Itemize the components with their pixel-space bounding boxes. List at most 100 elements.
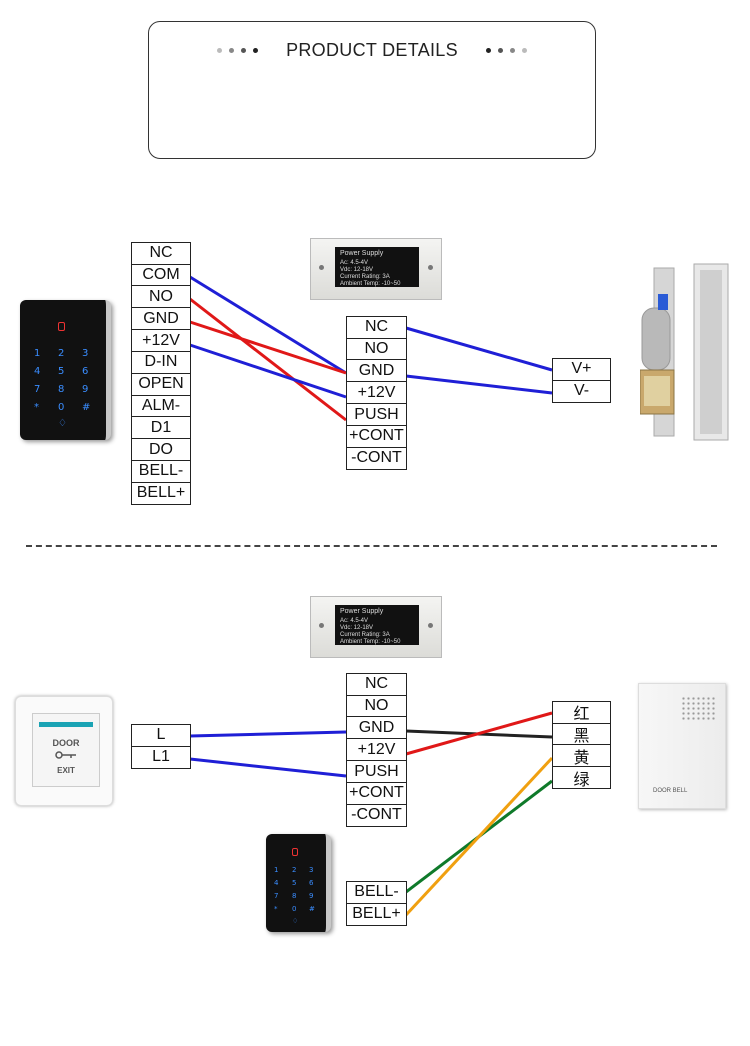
- page-title: PRODUCT DETAILS: [286, 40, 458, 60]
- terminal-gnd: GND: [346, 359, 407, 383]
- keypad-key: 2: [292, 866, 297, 874]
- keypad-key: 2: [58, 348, 65, 359]
- terminal-bell-plus: BELL+: [131, 481, 191, 505]
- bell-terminal-block: 红 黑 黄 绿: [552, 700, 611, 790]
- keypad-key: 6: [82, 366, 89, 377]
- exit-button-text-door: DOOR: [52, 738, 80, 748]
- terminal-12v: +12V: [346, 738, 407, 762]
- psu-label-line: Ambient Temp: -10~50: [340, 639, 401, 645]
- terminal-no: NO: [346, 694, 407, 718]
- keypad-key: 8: [292, 892, 297, 900]
- terminal-v-minus: V-: [552, 379, 611, 403]
- power-supply-image-top: Power Supply Ac: 4.5-4V Vdc: 12-18V Curr…: [310, 238, 442, 300]
- speaker-grill: [681, 696, 717, 722]
- keypad-key: *: [34, 402, 39, 413]
- terminal-bell-minus: BELL-: [346, 880, 407, 904]
- psu-label-line: Ac: 4.5-4V: [340, 260, 369, 266]
- wire-bellplus-orange: [404, 756, 554, 917]
- psu-label-line: Current Rating: 3A: [340, 632, 390, 638]
- psu-terminal-block-top: NC NO GND +12V PUSH +CONT -CONT: [346, 315, 407, 470]
- keypad-key: 4: [34, 366, 41, 377]
- exit-button-text-exit: EXIT: [57, 766, 75, 775]
- terminal-com: COM: [131, 263, 191, 287]
- keypad-key: 0: [58, 402, 65, 413]
- lock-terminal-block: V+ V-: [552, 357, 611, 403]
- keypad-key: 6: [309, 879, 314, 887]
- terminal-do: DO: [131, 438, 191, 462]
- terminal-red: 红: [552, 700, 611, 724]
- psu-label-line: Current Rating: 3A: [340, 274, 390, 280]
- keypad-reader-image-bottom: 1 2 3 4 5 6 7 8 9 * 0 # ♢: [266, 834, 331, 932]
- power-supply-image-bottom: Power Supply Ac: 4.5-4V Vdc: 12-18V Curr…: [310, 596, 442, 658]
- keypad-key: 3: [309, 866, 314, 874]
- header-dots-left: [217, 48, 258, 53]
- keypad-key: 1: [34, 348, 41, 359]
- terminal-gnd: GND: [346, 716, 407, 740]
- terminal-l: L: [131, 723, 191, 747]
- keypad-key: 5: [292, 879, 297, 887]
- terminal-open: OPEN: [131, 372, 191, 396]
- exit-button-image: DOOR EXIT: [15, 696, 113, 806]
- terminal-12v: +12V: [131, 329, 191, 353]
- keypad-bell-terminal-block: BELL- BELL+: [346, 880, 407, 926]
- terminal-nc: NC: [346, 315, 407, 339]
- terminal-no: NO: [131, 285, 191, 309]
- psu-terminal-block-bottom: NC NO GND +12V PUSH +CONT -CONT: [346, 672, 407, 827]
- keypad-key: #: [309, 905, 315, 913]
- keypad-key: 3: [82, 348, 89, 359]
- terminal-d-in: D-IN: [131, 350, 191, 374]
- keypad-key: 1: [274, 866, 279, 874]
- terminal-12v: +12V: [346, 381, 407, 405]
- terminal-minus-cont: -CONT: [346, 446, 407, 470]
- terminal-green: 绿: [552, 766, 611, 790]
- terminal-l1: L1: [131, 745, 191, 769]
- wire-no-push: [189, 297, 347, 422]
- keypad-key: 0: [292, 905, 297, 913]
- terminal-nc: NC: [131, 241, 191, 265]
- door-bell-image: DOOR BELL: [638, 683, 726, 809]
- keypad-key: 7: [34, 384, 41, 395]
- terminal-bell-plus: BELL+: [346, 902, 407, 926]
- terminal-alm: ALM-: [131, 394, 191, 418]
- keypad-key: #: [82, 402, 91, 413]
- keypad-key: 9: [309, 892, 314, 900]
- keypad-key: 9: [82, 384, 89, 395]
- wire-gnd-gnd: [189, 320, 347, 375]
- wire-l1-push: [189, 757, 347, 778]
- bell-icon: ♢: [292, 917, 299, 925]
- magnetic-lock-image: [640, 263, 729, 441]
- keypad-key: 5: [58, 366, 65, 377]
- psu-label-line: Ac: 4.5-4V: [340, 618, 369, 624]
- door-bell-label: DOOR BELL: [653, 788, 688, 794]
- header-dots-right: [486, 48, 527, 53]
- reader-terminal-block: NC COM NO GND +12V D-IN OPEN ALM- D1 DO …: [131, 241, 191, 505]
- terminal-no: NO: [346, 337, 407, 361]
- section-divider: [26, 545, 717, 547]
- keypad-key: 8: [58, 384, 65, 395]
- terminal-nc: NC: [346, 672, 407, 696]
- keypad-key: *: [274, 905, 278, 913]
- psu-label-line: Vdc: 12-18V: [340, 625, 374, 631]
- terminal-minus-cont: -CONT: [346, 803, 407, 827]
- keypad-reader-image-top: 1 2 3 4 5 6 7 8 9 * 0 # ♢: [20, 300, 111, 440]
- terminal-gnd: GND: [131, 307, 191, 331]
- wire-com-gnd: [189, 275, 347, 375]
- wire-gnd-vminus: [405, 374, 553, 395]
- wire-l-gnd: [189, 730, 347, 738]
- psu-label-title: Power Supply: [340, 608, 384, 615]
- terminal-push: PUSH: [346, 403, 407, 427]
- button-terminal-block: L L1: [131, 723, 191, 769]
- terminal-plus-cont: +CONT: [346, 424, 407, 448]
- bell-icon: ♢: [58, 418, 67, 429]
- wire-12v-12v: [189, 343, 347, 399]
- terminal-black: 黑: [552, 722, 611, 746]
- terminal-d1: D1: [131, 416, 191, 440]
- wire-nc-vplus: [405, 326, 553, 372]
- terminal-bell-minus: BELL-: [131, 459, 191, 483]
- wire-12v-red: [405, 711, 553, 756]
- terminal-plus-cont: +CONT: [346, 781, 407, 805]
- keypad-key: 4: [274, 879, 279, 887]
- product-details-header: PRODUCT DETAILS: [148, 21, 596, 159]
- terminal-v-plus: V+: [552, 357, 611, 381]
